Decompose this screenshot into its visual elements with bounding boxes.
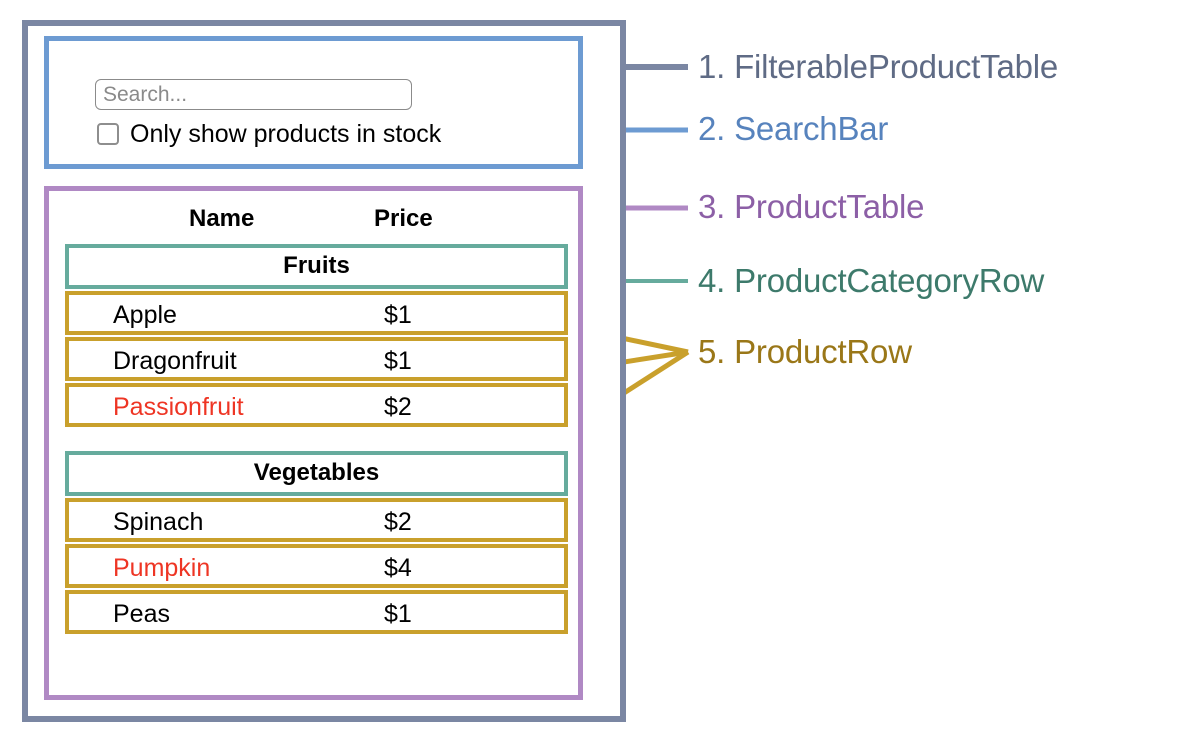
column-header-name: Name bbox=[189, 205, 255, 232]
product-name-out-of-stock: Passionfruit bbox=[113, 393, 244, 421]
annotation-number: 2. bbox=[698, 110, 726, 147]
product-category-label: Vegetables bbox=[253, 458, 380, 486]
annotation-label-productrow: 5. ProductRow bbox=[698, 335, 912, 368]
annotation-label-producttable: 3. ProductTable bbox=[698, 188, 925, 225]
product-category-row-vegetables: Vegetables bbox=[65, 451, 568, 496]
product-category-label: Fruits bbox=[283, 251, 350, 279]
annotation-label-searchbar: 2. SearchBar bbox=[698, 112, 888, 145]
product-table-box: Name Price Fruits Apple $1 Dragonfruit $… bbox=[44, 186, 583, 700]
product-table-inner: Name Price Fruits Apple $1 Dragonfruit $… bbox=[54, 196, 583, 634]
product-row[interactable]: Pumpkin $4 bbox=[65, 544, 568, 588]
annotation-text: ProductCategoryRow bbox=[734, 262, 1045, 299]
product-row[interactable]: Passionfruit $2 bbox=[65, 383, 568, 427]
search-input[interactable]: Search... bbox=[95, 79, 412, 110]
product-price: $1 bbox=[384, 347, 412, 375]
product-row[interactable]: Spinach $2 bbox=[65, 498, 568, 542]
annotation-label-filterableproducttable: 1. FilterableProductTable bbox=[698, 50, 1058, 83]
product-rows-container: Fruits Apple $1 Dragonfruit $1 Passionfr… bbox=[65, 244, 568, 636]
product-price: $2 bbox=[384, 393, 412, 421]
checkbox-icon[interactable] bbox=[97, 123, 119, 145]
product-price: $4 bbox=[384, 554, 412, 582]
group-separator bbox=[65, 429, 568, 451]
annotation-number: 5. bbox=[698, 333, 726, 370]
product-price: $1 bbox=[384, 301, 412, 329]
product-name: Spinach bbox=[113, 508, 204, 536]
product-category-row-fruits: Fruits bbox=[65, 244, 568, 289]
product-price: $2 bbox=[384, 508, 412, 536]
annotation-text: ProductTable bbox=[734, 188, 925, 225]
product-name: Apple bbox=[113, 301, 177, 329]
column-header-price: Price bbox=[374, 205, 433, 232]
annotation-number: 4. bbox=[698, 262, 726, 299]
product-name: Dragonfruit bbox=[113, 347, 237, 375]
annotation-label-productcategoryrow: 4. ProductCategoryRow bbox=[698, 264, 1044, 297]
product-row[interactable]: Dragonfruit $1 bbox=[65, 337, 568, 381]
product-price: $1 bbox=[384, 600, 412, 628]
annotation-text: SearchBar bbox=[734, 110, 889, 147]
annotation-number: 1. bbox=[698, 48, 726, 85]
in-stock-filter-row[interactable]: Only show products in stock bbox=[97, 121, 441, 147]
product-row[interactable]: Peas $1 bbox=[65, 590, 568, 634]
annotation-text: ProductRow bbox=[734, 333, 912, 370]
product-name-out-of-stock: Pumpkin bbox=[113, 554, 211, 582]
in-stock-filter-label: Only show products in stock bbox=[130, 120, 442, 148]
search-bar-box: Search... Only show products in stock bbox=[44, 36, 583, 169]
product-name: Peas bbox=[113, 600, 170, 628]
table-header-row: Name Price bbox=[54, 196, 583, 241]
product-row[interactable]: Apple $1 bbox=[65, 291, 568, 335]
annotation-number: 3. bbox=[698, 188, 726, 225]
annotation-text: FilterableProductTable bbox=[734, 48, 1059, 85]
